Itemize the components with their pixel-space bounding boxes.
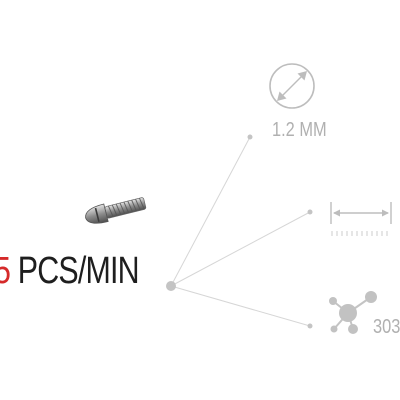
endpoint-dot-diameter xyxy=(247,134,253,140)
hub-dot xyxy=(166,281,176,291)
rate-number: 5 xyxy=(0,250,11,292)
connector-line-material xyxy=(170,285,311,327)
connector-line-length xyxy=(170,211,311,287)
rate-unit: PCS/MIN xyxy=(10,250,140,292)
connector-line-diameter xyxy=(170,136,251,287)
endpoint-dot-material xyxy=(307,323,313,329)
production-rate: 5 PCS/MIN xyxy=(0,250,140,292)
material-label: 303 xyxy=(373,316,400,338)
endpoint-dot-length xyxy=(307,209,313,215)
diameter-label: 1.2 MM xyxy=(272,119,327,141)
